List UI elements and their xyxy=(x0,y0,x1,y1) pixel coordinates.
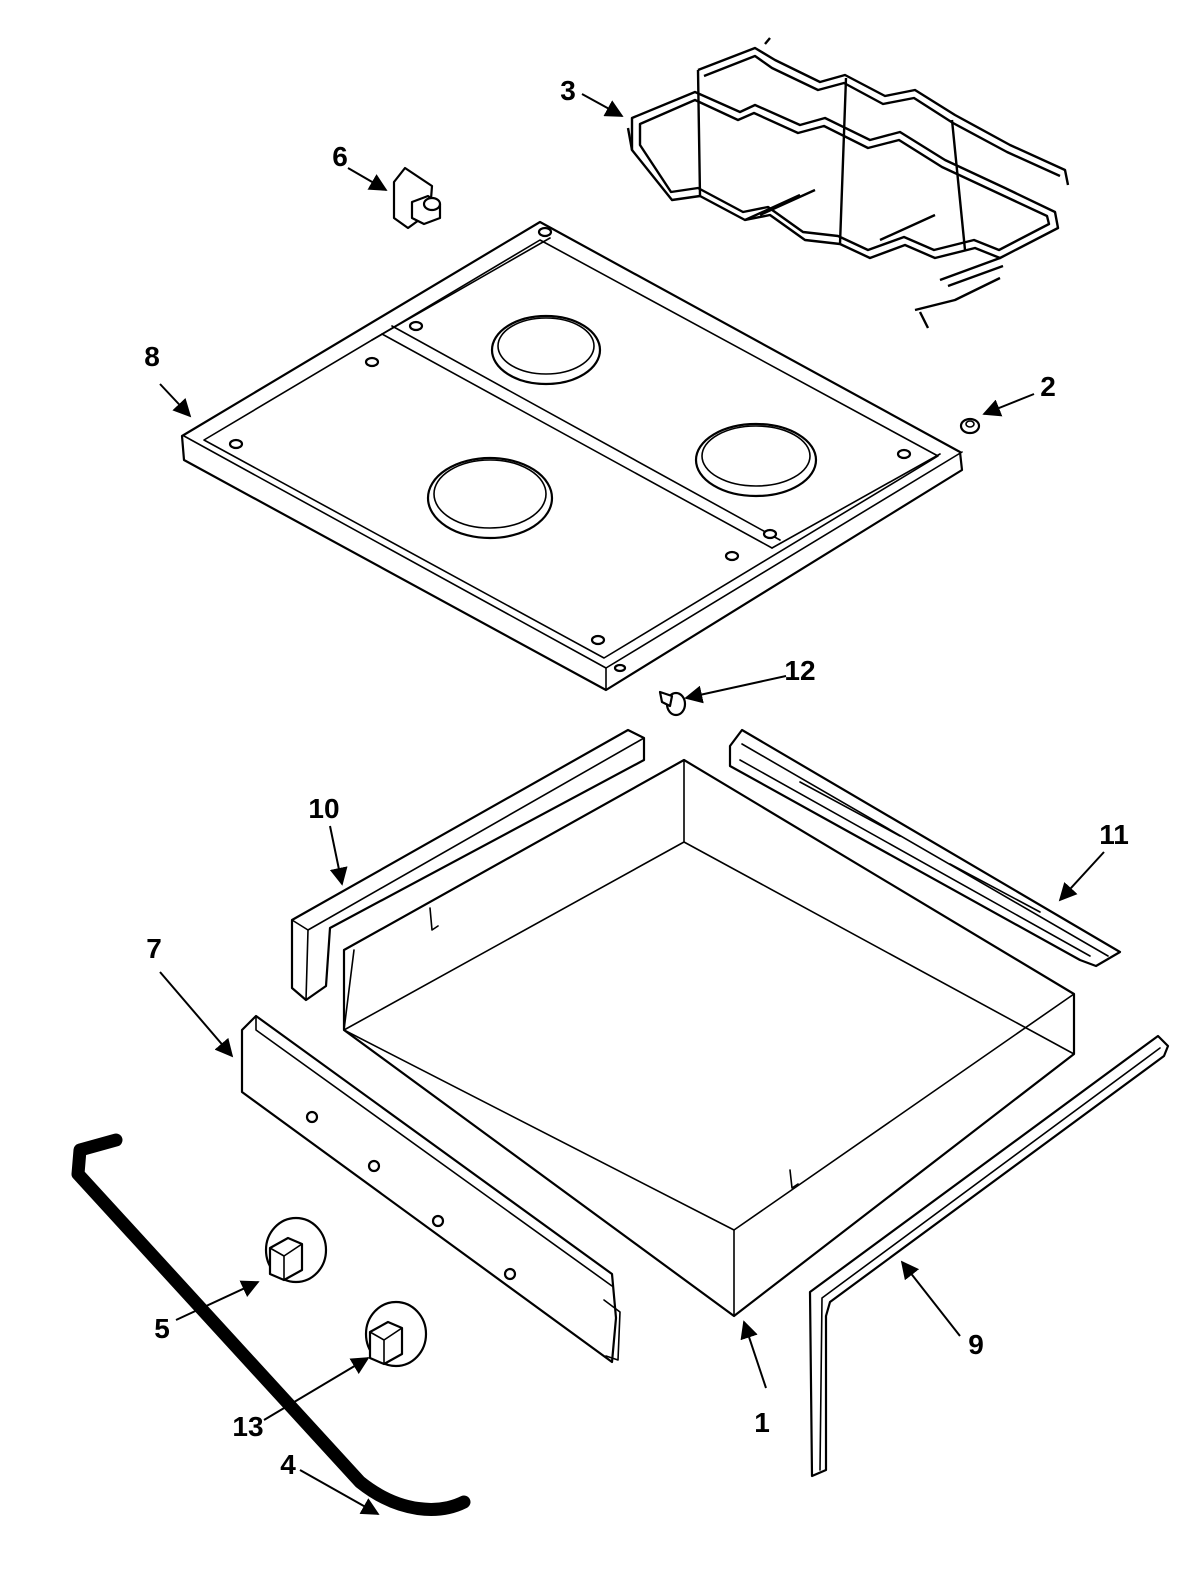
side-trim-left xyxy=(290,728,646,1002)
rear-trim xyxy=(728,728,1122,968)
callout-5: 5 xyxy=(154,1313,170,1344)
cooktop xyxy=(180,220,964,692)
callout-1: 1 xyxy=(754,1407,770,1438)
leader-lines xyxy=(159,93,1105,1515)
callout-10: 10 xyxy=(308,793,339,824)
screw xyxy=(658,690,687,717)
grommet xyxy=(959,417,981,435)
callout-13: 13 xyxy=(232,1411,263,1442)
callout-3: 3 xyxy=(560,75,576,106)
callout-6: 6 xyxy=(332,141,348,172)
control-panel xyxy=(240,1014,621,1364)
gasket xyxy=(71,1133,471,1516)
callout-8: 8 xyxy=(144,341,160,372)
callout-7: 7 xyxy=(146,933,162,964)
knob xyxy=(364,1300,428,1368)
callout-2: 2 xyxy=(1040,371,1056,402)
callout-4: 4 xyxy=(280,1449,296,1480)
housing xyxy=(342,758,1076,1318)
callout-11: 11 xyxy=(1099,819,1129,850)
knob xyxy=(264,1216,328,1284)
bracket xyxy=(392,166,442,230)
callout-9: 9 xyxy=(968,1329,984,1360)
side-trim-right xyxy=(808,1034,1170,1478)
grate xyxy=(626,37,1070,329)
callout-12: 12 xyxy=(784,655,815,686)
